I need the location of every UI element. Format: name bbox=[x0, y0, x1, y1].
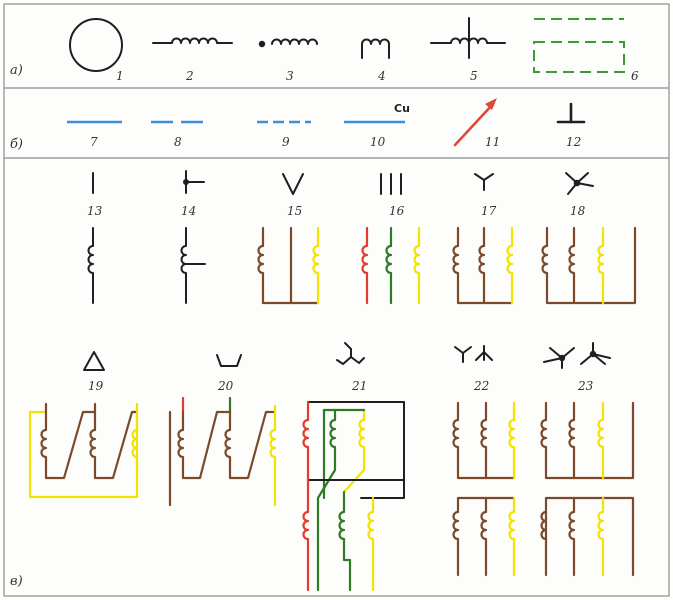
symbol-5-tapped-winding bbox=[430, 17, 506, 59]
winding-18 bbox=[541, 226, 637, 305]
number-1: 1 bbox=[116, 69, 124, 83]
number-6: 6 bbox=[631, 69, 639, 83]
symbol-17-star bbox=[474, 173, 494, 191]
number-9: 9 bbox=[282, 135, 290, 149]
number-13: 13 bbox=[87, 204, 103, 218]
winding-23-upper bbox=[540, 401, 635, 480]
number-10: 10 bbox=[370, 135, 386, 149]
symbol-23-star-star-grounded bbox=[543, 342, 611, 369]
row-label-b: б) bbox=[10, 137, 23, 152]
winding-14 bbox=[180, 227, 206, 304]
symbol-20-open-delta bbox=[216, 354, 242, 367]
symbol-6-dashed-frame bbox=[533, 18, 625, 73]
outer-frame bbox=[3, 3, 670, 597]
number-12: 12 bbox=[566, 135, 581, 149]
winding-23-lower bbox=[540, 496, 635, 577]
symbol-3-winding-start bbox=[258, 38, 318, 48]
number-14: 14 bbox=[181, 204, 196, 218]
symbol-16-three-lines bbox=[380, 173, 402, 195]
winding-17 bbox=[452, 226, 514, 305]
number-3: 3 bbox=[286, 69, 294, 83]
number-5: 5 bbox=[470, 69, 478, 83]
winding-20 bbox=[168, 396, 277, 507]
symbol-1-circle bbox=[69, 18, 123, 72]
winding-22-upper bbox=[452, 401, 516, 480]
symbol-21-zigzag bbox=[336, 342, 365, 365]
number-22: 22 bbox=[473, 379, 489, 393]
number-18: 18 bbox=[570, 204, 586, 218]
number-15: 15 bbox=[287, 204, 302, 218]
symbol-19-delta bbox=[83, 351, 105, 371]
number-16: 16 bbox=[389, 204, 405, 218]
number-20: 20 bbox=[217, 379, 234, 393]
row-label-a: а) bbox=[10, 63, 23, 78]
number-11: 11 bbox=[485, 135, 500, 149]
number-8: 8 bbox=[174, 135, 182, 149]
symbol-15-open-delta bbox=[282, 173, 304, 195]
winding-16 bbox=[361, 226, 421, 305]
number-4: 4 bbox=[377, 69, 386, 83]
winding-13 bbox=[87, 227, 94, 304]
symbol-14-tap bbox=[183, 170, 205, 194]
label-cu: Cu bbox=[394, 102, 410, 115]
winding-22-lower bbox=[452, 496, 516, 577]
symbol-11-arrow bbox=[453, 98, 497, 147]
winding-21 bbox=[302, 400, 405, 592]
number-23: 23 bbox=[577, 379, 594, 393]
number-19: 19 bbox=[88, 379, 104, 393]
symbol-12-ground-tee bbox=[556, 102, 586, 124]
number-21: 21 bbox=[351, 379, 367, 393]
number-7: 7 bbox=[90, 135, 98, 149]
symbol-2-winding bbox=[152, 37, 233, 44]
row-label-c: в) bbox=[10, 574, 23, 589]
winding-19 bbox=[28, 402, 139, 499]
symbol-4-coil bbox=[361, 38, 390, 59]
symbol-22-star-star bbox=[454, 345, 493, 363]
symbol-18-star-grounded bbox=[565, 172, 594, 195]
winding-15 bbox=[257, 226, 320, 305]
number-17: 17 bbox=[481, 204, 497, 218]
number-2: 2 bbox=[185, 69, 194, 83]
